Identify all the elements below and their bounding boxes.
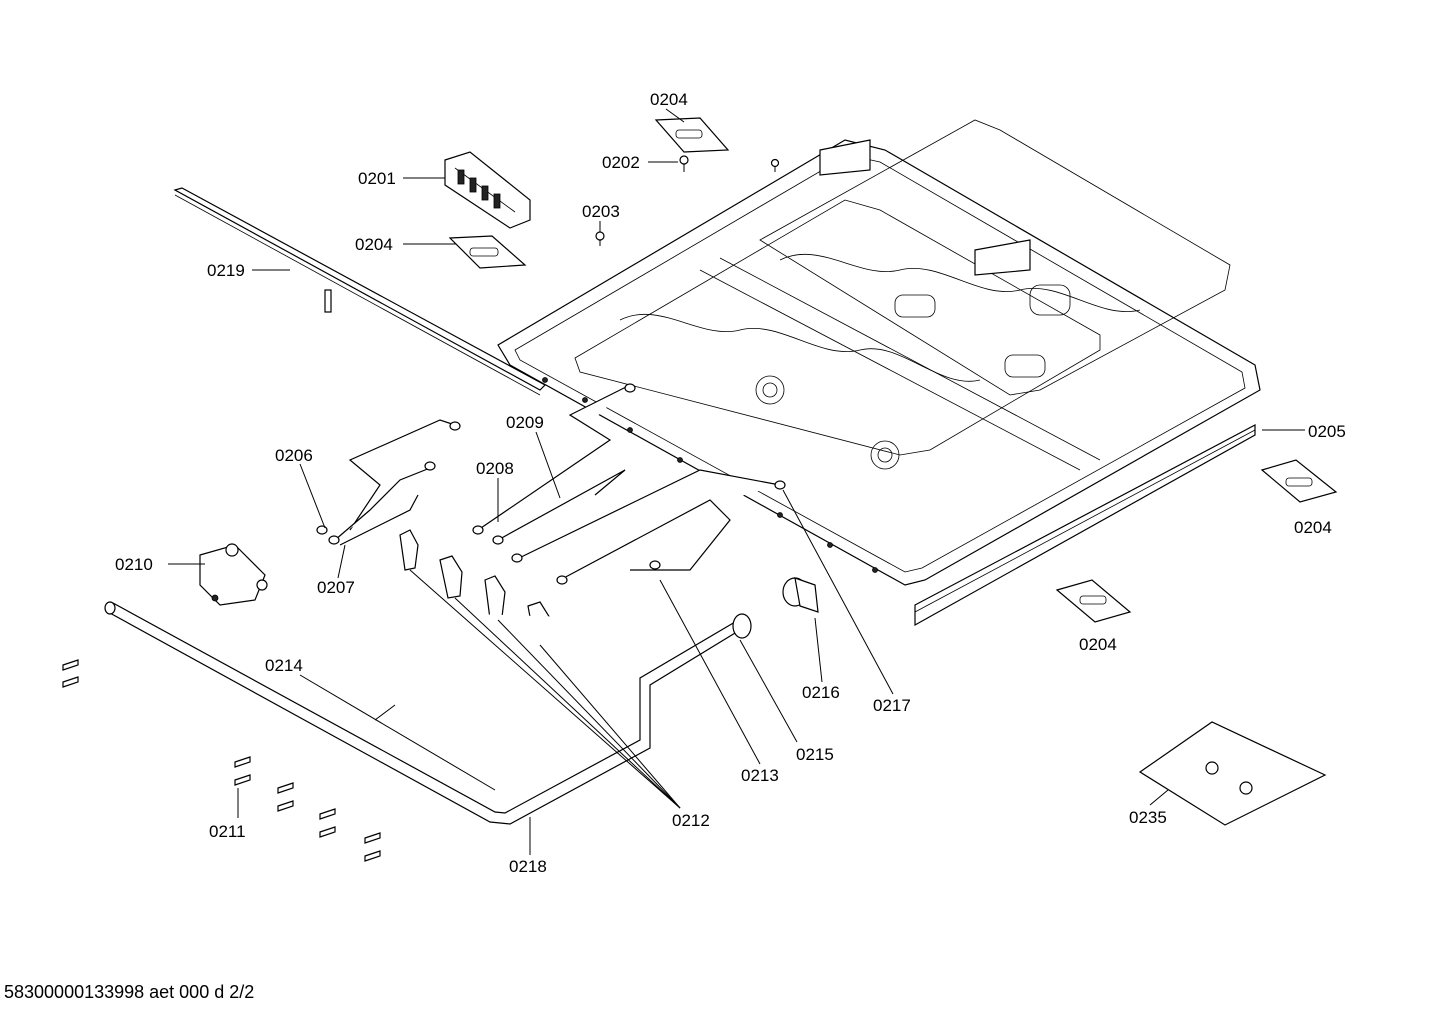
gas-pipe-0218 xyxy=(104,601,752,825)
clip-0204-top xyxy=(654,117,730,153)
clip-0204-bottom xyxy=(1055,579,1132,623)
hob-tray xyxy=(497,119,1261,627)
label-0204-right: 0204 xyxy=(1294,518,1332,537)
accessory-bag-0235 xyxy=(1138,721,1327,826)
label-0203: 0203 xyxy=(582,202,620,221)
label-0215: 0215 xyxy=(796,745,834,764)
terminal-block-0201 xyxy=(444,151,531,229)
label-0213: 0213 xyxy=(741,766,779,785)
leader-lines xyxy=(168,108,1305,855)
connector-0216 xyxy=(782,577,819,613)
gas-tube-0206-0207 xyxy=(316,419,461,546)
label-0235: 0235 xyxy=(1129,808,1167,827)
label-0204-bottom: 0204 xyxy=(1079,635,1117,654)
label-0212: 0212 xyxy=(672,811,710,830)
label-0209: 0209 xyxy=(506,413,544,432)
label-0204-left: 0204 xyxy=(355,235,393,254)
label-0211: 0211 xyxy=(209,822,246,841)
clip-0204-left xyxy=(448,235,527,269)
label-0205: 0205 xyxy=(1308,422,1346,441)
label-0201: 0201 xyxy=(358,169,396,188)
label-0218: 0218 xyxy=(509,857,547,876)
screw-0202 xyxy=(679,155,689,172)
clip-0204-right xyxy=(1260,459,1338,503)
label-0208: 0208 xyxy=(476,459,514,478)
rail-0219 xyxy=(173,187,546,396)
label-0202: 0202 xyxy=(602,153,640,172)
screw-top xyxy=(770,158,780,172)
label-0206: 0206 xyxy=(275,446,313,465)
screws-0211 xyxy=(62,659,381,862)
tubes-0208-0209 xyxy=(472,383,786,585)
label-0217: 0217 xyxy=(873,696,911,715)
label-0210: 0210 xyxy=(115,555,153,574)
label-0219: 0219 xyxy=(207,261,245,280)
screw-0203 xyxy=(595,231,605,246)
gas-tap-0210 xyxy=(199,543,268,606)
document-footer-code: 58300000133998 aet 000 d 2/2 xyxy=(4,982,255,1002)
label-0204-top: 0204 xyxy=(650,90,688,109)
label-0216: 0216 xyxy=(802,683,840,702)
part-labels: 0204 0202 0201 0203 0204 0219 0209 0206 … xyxy=(115,90,1346,876)
label-0214: 0214 xyxy=(265,656,303,675)
label-0207: 0207 xyxy=(317,578,355,597)
